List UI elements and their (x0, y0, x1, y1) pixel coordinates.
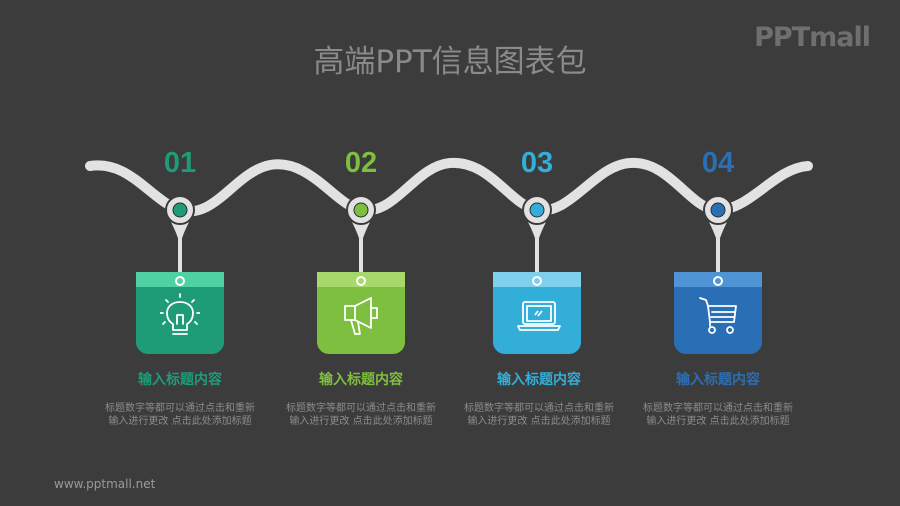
footer-url: www.pptmall.net (54, 477, 156, 491)
desc-line: 输入进行更改 点击此处添加标题 (289, 416, 433, 427)
step-desc-02: 标题数字等都可以通过点击和重新 输入进行更改 点击此处添加标题 (271, 402, 451, 428)
laptop-icon (517, 301, 561, 331)
shopping-cart-icon (699, 297, 737, 334)
step-number-01: 01 (163, 147, 197, 179)
step-number-02: 02 (344, 147, 378, 179)
page-title: 高端PPT信息图表包 (313, 44, 587, 80)
pendant-02 (346, 195, 376, 278)
desc-line: 标题数字等都可以通过点击和重新 (643, 403, 793, 414)
card-hole (356, 276, 366, 286)
desc-line: 输入进行更改 点击此处添加标题 (646, 416, 790, 427)
step-desc-03: 标题数字等都可以通过点击和重新 输入进行更改 点击此处添加标题 (449, 402, 629, 428)
pendant-04 (703, 195, 733, 278)
step-title-01: 输入标题内容 (138, 372, 222, 388)
step-desc-04: 标题数字等都可以通过点击和重新 输入进行更改 点击此处添加标题 (628, 402, 808, 428)
step-card-03 (493, 272, 581, 354)
card-hole (713, 276, 723, 286)
step-card-01 (136, 272, 224, 354)
desc-line: 标题数字等都可以通过点击和重新 (286, 403, 436, 414)
step-desc-01: 标题数字等都可以通过点击和重新 输入进行更改 点击此处添加标题 (90, 402, 270, 428)
step-number-04: 04 (701, 147, 735, 179)
pendant-03 (522, 195, 552, 278)
megaphone-icon (344, 297, 378, 335)
step-title-03: 输入标题内容 (497, 372, 581, 388)
step-title-04: 输入标题内容 (676, 372, 760, 388)
desc-line: 输入进行更改 点击此处添加标题 (108, 416, 252, 427)
step-card-04 (674, 272, 762, 354)
desc-line: 输入进行更改 点击此处添加标题 (467, 416, 611, 427)
lightbulb-icon (160, 293, 200, 335)
desc-line: 标题数字等都可以通过点击和重新 (105, 403, 255, 414)
pendant-01 (165, 195, 195, 278)
step-title-02: 输入标题内容 (319, 372, 403, 388)
step-card-02 (317, 272, 405, 354)
step-number-03: 03 (520, 147, 554, 179)
card-hole (175, 276, 185, 286)
card-hole (532, 276, 542, 286)
desc-line: 标题数字等都可以通过点击和重新 (464, 403, 614, 414)
pptmall-logo: PPTmall (754, 22, 871, 53)
